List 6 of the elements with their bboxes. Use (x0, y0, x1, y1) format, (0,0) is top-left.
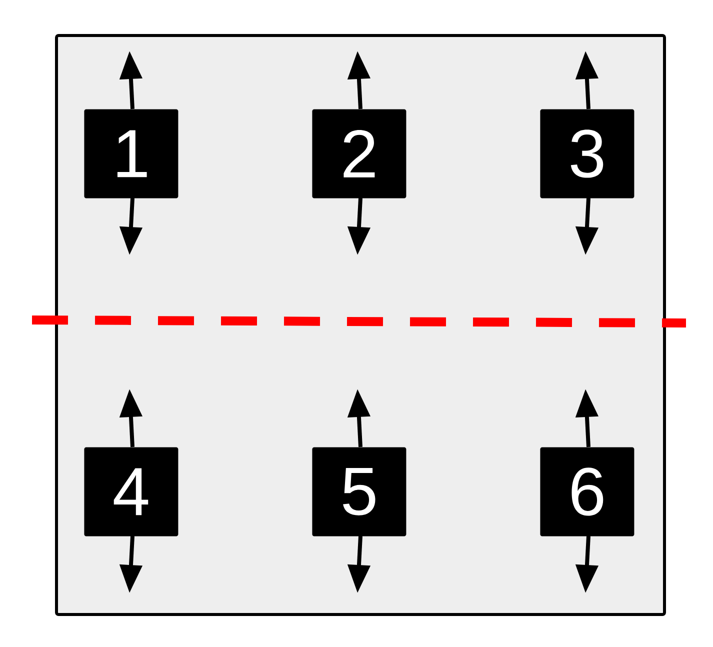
numbered-block: 3 (540, 109, 634, 198)
numbered-block: 5 (312, 447, 406, 536)
numbered-block: 4 (84, 447, 178, 536)
numbered-block: 6 (540, 447, 634, 536)
numbered-block: 1 (84, 109, 178, 198)
numbered-block: 2 (312, 109, 406, 198)
